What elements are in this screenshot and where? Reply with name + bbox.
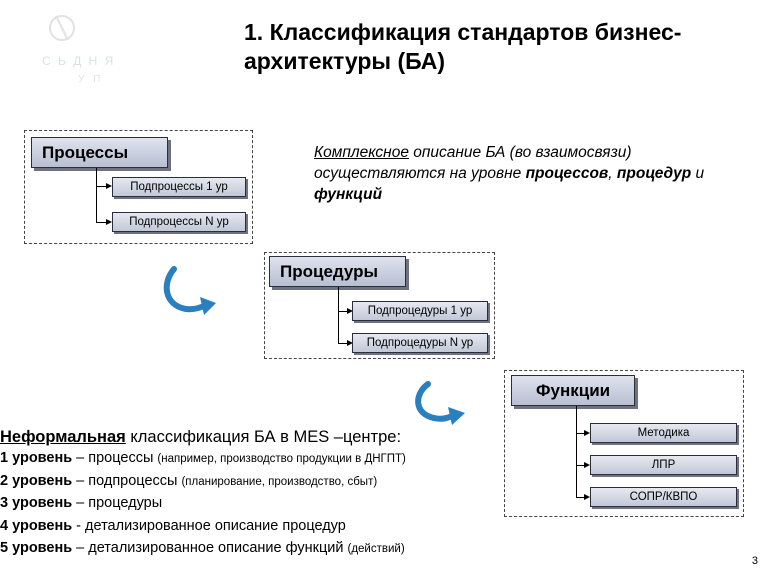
- list-item: 1 уровень – процессы (например, производ…: [0, 450, 406, 466]
- arrow-icon: [106, 183, 112, 189]
- desc-complex: Комплексное: [314, 144, 409, 161]
- box-subprocesses-n: Подпроцессы N ур: [112, 212, 246, 232]
- logo-text-2: У П: [78, 74, 104, 85]
- header-processes: Процессы: [31, 137, 168, 168]
- arrow-icon: [347, 308, 353, 314]
- arrow-icon: [584, 430, 590, 436]
- description-text: Комплексное описание БА (во взаимосвязи)…: [314, 144, 705, 203]
- box-lpr: ЛПР: [590, 455, 737, 475]
- box-method: Методика: [590, 423, 737, 443]
- classification-list: Неформальная классификация БА в MES –цен…: [0, 426, 520, 561]
- arrow-icon: [347, 340, 353, 346]
- list-item: 3 уровень – процедуры: [0, 495, 163, 511]
- list-item: 4 уровень - детализированное описание пр…: [0, 517, 346, 534]
- box-sopr-kvpo: СОПР/КВПО: [590, 487, 737, 507]
- group-processes: [24, 130, 253, 244]
- classification-heading: Неформальная классификация БА в MES –цен…: [0, 428, 402, 446]
- slide-title: 1. Классификация стандартов бизнес-архит…: [244, 19, 682, 74]
- page-number: 3: [751, 555, 758, 567]
- connector-functions: [576, 406, 577, 498]
- header-procedures: Процедуры: [269, 256, 406, 287]
- box-subprocedures-n: Подпроцедуры N ур: [352, 333, 488, 353]
- curved-arrow-icon: [415, 381, 465, 425]
- box-subprocesses-1: Подпроцессы 1 ур: [112, 177, 246, 197]
- logo-emblem-icon: [49, 15, 75, 41]
- list-item: 2 уровень – подпроцессы (планирование, п…: [0, 472, 378, 489]
- header-functions: Функции: [511, 375, 635, 406]
- list-item: 5 уровень – детализированное описание фу…: [0, 540, 405, 556]
- curved-arrow-icon: [163, 266, 216, 315]
- arrow-icon: [584, 462, 590, 468]
- arrow-icon: [106, 219, 112, 225]
- connector-processes: [96, 168, 97, 223]
- desc-processes: процессов: [525, 165, 609, 182]
- desc-functions: функций: [314, 186, 383, 203]
- arrow-icon: [584, 494, 590, 500]
- group-functions: [504, 370, 744, 517]
- box-subprocedures-1: Подпроцедуры 1 ур: [352, 301, 488, 321]
- logo-text-1: С Ь Д Н Я: [42, 54, 116, 68]
- logo: С Ь Д Н Я У П: [18, 8, 178, 98]
- desc-procedures: процедур: [616, 165, 692, 182]
- connector-procedures: [338, 287, 339, 344]
- group-procedures: [264, 252, 495, 359]
